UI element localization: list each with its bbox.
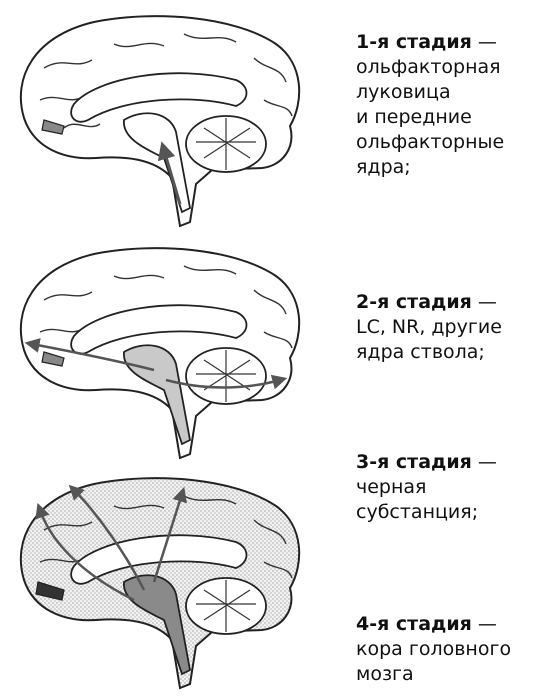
brain-stage-2-illustration (4, 240, 324, 470)
stage-1-caption: 1-я стадия — ольфакторная луковица и пер… (356, 30, 504, 180)
stage-1-title: 1-я стадия (356, 31, 472, 53)
stage-2-panel: 2-я стадия — LC, NR, другие ядра ствола; (0, 240, 547, 470)
stage-1-line-4: ольфакторные (356, 130, 504, 155)
stage-4-line-1: кора головного (356, 637, 511, 662)
stage-1-line-1: ольфакторная (356, 55, 504, 80)
stage-4-line-2: мозга (356, 662, 511, 687)
stage-3-line-1: черная (356, 475, 497, 500)
stage-1-line-2: луковица (356, 80, 504, 105)
stage-3-title: 3-я стадия (356, 451, 472, 473)
stage-3-heading: 3-я стадия — (356, 450, 497, 475)
brain-stage-1-illustration (4, 8, 324, 238)
stage-1-dash: — (478, 31, 497, 53)
stage-1-line-3: и передние (356, 105, 504, 130)
brain-stage-3-4-illustration (4, 470, 324, 700)
stage-1-line-5: ядра; (356, 155, 504, 180)
stage-3-dash: — (478, 451, 497, 473)
stage-2-line-1: LC, NR, другие (356, 315, 502, 340)
stage-3-caption: 3-я стадия — черная субстанция; (356, 450, 497, 525)
stage-1-panel: 1-я стадия — ольфакторная луковица и пер… (0, 8, 547, 238)
stage-2-caption: 2-я стадия — LC, NR, другие ядра ствола; (356, 290, 502, 365)
stage-4-title: 4-я стадия (356, 613, 472, 635)
stage-2-heading: 2-я стадия — (356, 290, 502, 315)
stage-3-4-panel: 3-я стадия — черная субстанция; 4-я стад… (0, 470, 547, 699)
stage-2-title: 2-я стадия (356, 291, 472, 313)
stage-4-heading: 4-я стадия — (356, 612, 511, 637)
stage-2-line-2: ядра ствола; (356, 340, 502, 365)
stage-4-caption: 4-я стадия — кора головного мозга (356, 612, 511, 687)
stage-3-line-2: субстанция; (356, 500, 497, 525)
stage-1-heading: 1-я стадия — (356, 30, 504, 55)
stage-2-dash: — (478, 291, 497, 313)
stage-4-dash: — (478, 613, 497, 635)
